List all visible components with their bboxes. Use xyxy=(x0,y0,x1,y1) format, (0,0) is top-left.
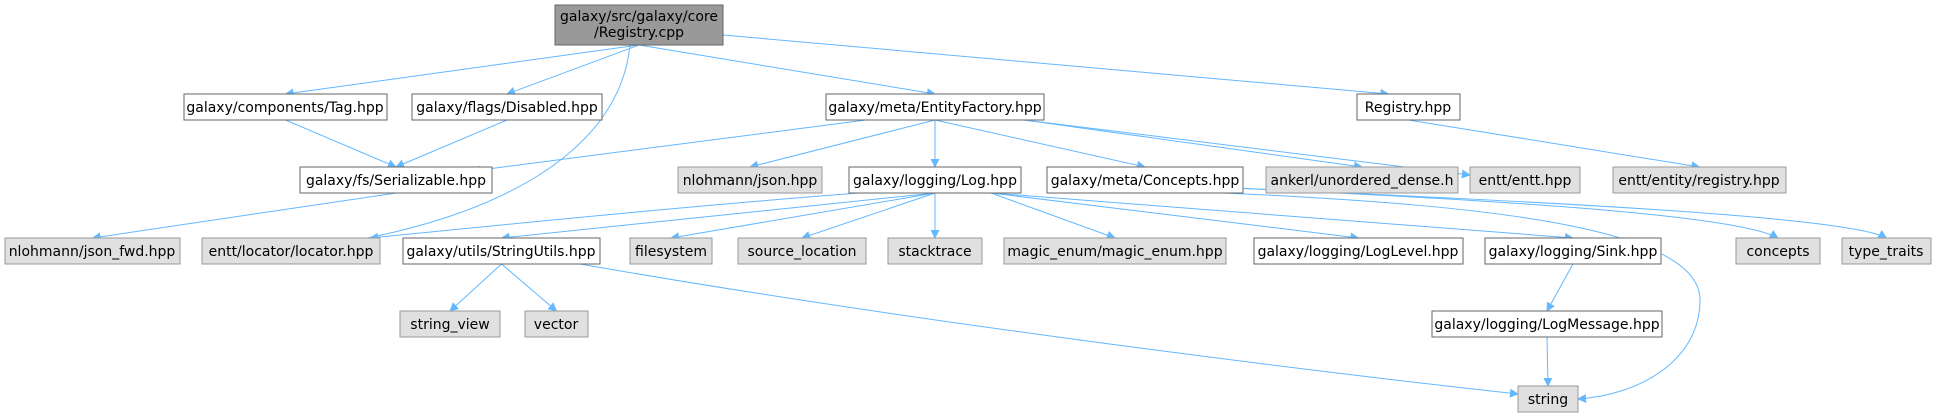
node-label: source_location xyxy=(747,244,856,260)
node-label: string_view xyxy=(410,317,489,333)
node-label: galaxy/meta/EntityFactory.hpp xyxy=(828,100,1041,116)
node-registry-hpp[interactable]: Registry.hpp xyxy=(1356,93,1461,121)
node-label: nlohmann/json.hpp xyxy=(683,173,818,189)
edge-concepts_hpp-type_traits xyxy=(1232,187,1888,239)
node-filesystem[interactable]: filesystem xyxy=(629,237,713,265)
edge-registry_cpp-entityfactory_hpp xyxy=(638,44,936,98)
node-label: galaxy/flags/Disabled.hpp xyxy=(416,100,598,116)
node-label: galaxy/fs/Serializable.hpp xyxy=(306,173,486,189)
edge-log_hpp-locator xyxy=(369,192,860,242)
edge-stringutils-vector xyxy=(501,263,558,312)
node-source-location[interactable]: source_location xyxy=(737,237,867,265)
edge-log_hpp-source_location xyxy=(801,192,936,240)
node-locator[interactable]: entt/locator/locator.hpp xyxy=(201,237,381,265)
edge-registry_cpp-disabled_hpp xyxy=(506,44,640,96)
node-magic-enum[interactable]: magic_enum/magic_enum.hpp xyxy=(1003,237,1227,265)
edge-registry_cpp-locator xyxy=(320,44,631,250)
edge-stringutils-string_std xyxy=(579,263,1519,398)
node-label: vector xyxy=(534,317,579,333)
node-nlohmann-json[interactable]: nlohmann/json.hpp xyxy=(677,166,823,194)
edge-disabled_hpp-serializable_hpp xyxy=(395,119,508,168)
node-label: ankerl/unordered_dense.h xyxy=(1271,173,1454,189)
node-string-view[interactable]: string_view xyxy=(399,310,501,338)
node-label: filesystem xyxy=(635,244,707,260)
node-label: galaxy/src/galaxy/core xyxy=(560,9,718,25)
edge-log_hpp-sink xyxy=(990,192,1574,242)
edge-logmessage-string_std xyxy=(1543,336,1553,387)
edge-tag_hpp-serializable_hpp xyxy=(285,119,397,168)
node-json-fwd[interactable]: nlohmann/json_fwd.hpp xyxy=(4,237,181,265)
node-entityfactory-hpp[interactable]: galaxy/meta/EntityFactory.hpp xyxy=(825,93,1045,121)
edge-entityfactory_hpp-unordered_dense xyxy=(1023,119,1363,171)
node-label: galaxy/logging/LogLevel.hpp xyxy=(1258,244,1459,260)
node-entt-hpp[interactable]: entt/entt.hpp xyxy=(1469,166,1581,194)
edge-registry_cpp-registry_hpp xyxy=(722,34,1390,98)
node-label: type_traits xyxy=(1849,244,1924,260)
node-stringutils[interactable]: galaxy/utils/StringUtils.hpp xyxy=(402,237,601,265)
edge-serializable_hpp-json_fwd xyxy=(91,192,397,242)
node-label: galaxy/logging/Sink.hpp xyxy=(1489,244,1658,260)
edge-registry_hpp-entt_registry xyxy=(1408,119,1701,171)
node-label: magic_enum/magic_enum.hpp xyxy=(1007,244,1222,260)
node-label: Registry.hpp xyxy=(1365,100,1452,116)
nodes-layer: galaxy/src/galaxy/core /Registry.cpp gal… xyxy=(4,4,1932,413)
node-logmessage[interactable]: galaxy/logging/LogMessage.hpp xyxy=(1431,310,1663,338)
node-label: /Registry.cpp xyxy=(594,25,684,41)
node-label: galaxy/components/Tag.hpp xyxy=(186,100,383,116)
node-entt-registry[interactable]: entt/entity/registry.hpp xyxy=(1612,166,1787,194)
node-label: entt/locator/locator.hpp xyxy=(209,244,374,260)
node-label: concepts xyxy=(1746,244,1809,260)
node-log-hpp[interactable]: galaxy/logging/Log.hpp xyxy=(848,166,1022,194)
node-disabled-hpp[interactable]: galaxy/flags/Disabled.hpp xyxy=(411,93,603,121)
edge-entityfactory_hpp-serializable_hpp xyxy=(471,119,867,175)
edge-sink-logmessage xyxy=(1546,263,1574,312)
edge-registry_cpp-tag_hpp xyxy=(284,44,640,98)
edge-log_hpp-filesystem xyxy=(670,192,936,242)
node-tag-hpp[interactable]: galaxy/components/Tag.hpp xyxy=(183,93,388,121)
node-label: galaxy/logging/Log.hpp xyxy=(853,173,1017,189)
node-stacktrace[interactable]: stacktrace xyxy=(887,237,983,265)
edge-log_hpp-magic_enum xyxy=(990,192,1116,240)
node-concepts-hpp[interactable]: galaxy/meta/Concepts.hpp xyxy=(1046,166,1244,194)
edges-layer xyxy=(91,34,1888,403)
edge-entityfactory_hpp-nlohmann_json xyxy=(749,119,936,170)
edge-log_hpp-stringutils xyxy=(500,192,936,242)
node-serializable-hpp[interactable]: galaxy/fs/Serializable.hpp xyxy=(299,166,493,194)
node-concepts-std[interactable]: concepts xyxy=(1735,237,1821,265)
node-label: stacktrace xyxy=(898,244,971,260)
node-string-std[interactable]: string xyxy=(1517,385,1579,413)
node-label: nlohmann/json_fwd.hpp xyxy=(9,244,176,260)
edge-log_hpp-loglevel xyxy=(990,192,1360,242)
edge-concepts_hpp-concepts_std xyxy=(1232,187,1779,239)
node-label: string xyxy=(1528,392,1568,408)
node-vector[interactable]: vector xyxy=(524,310,589,338)
node-label: entt/entity/registry.hpp xyxy=(1618,173,1779,189)
node-sink[interactable]: galaxy/logging/Sink.hpp xyxy=(1484,237,1662,265)
node-type-traits[interactable]: type_traits xyxy=(1841,237,1932,265)
edge-entityfactory_hpp-concepts_hpp xyxy=(934,119,1146,170)
node-registry-cpp[interactable]: galaxy/src/galaxy/core /Registry.cpp xyxy=(554,4,724,46)
node-unordered-dense[interactable]: ankerl/unordered_dense.h xyxy=(1265,166,1459,194)
node-label: galaxy/meta/Concepts.hpp xyxy=(1051,173,1240,189)
node-label: galaxy/utils/StringUtils.hpp xyxy=(406,244,595,260)
edge-stringutils-string_view xyxy=(449,263,502,312)
node-loglevel[interactable]: galaxy/logging/LogLevel.hpp xyxy=(1253,237,1464,265)
node-label: galaxy/logging/LogMessage.hpp xyxy=(1434,317,1659,333)
edge-concepts_hpp-string_std xyxy=(1222,192,1701,403)
edge-entityfactory_hpp-entt_hpp xyxy=(1023,119,1471,179)
node-label: entt/entt.hpp xyxy=(1479,173,1572,189)
